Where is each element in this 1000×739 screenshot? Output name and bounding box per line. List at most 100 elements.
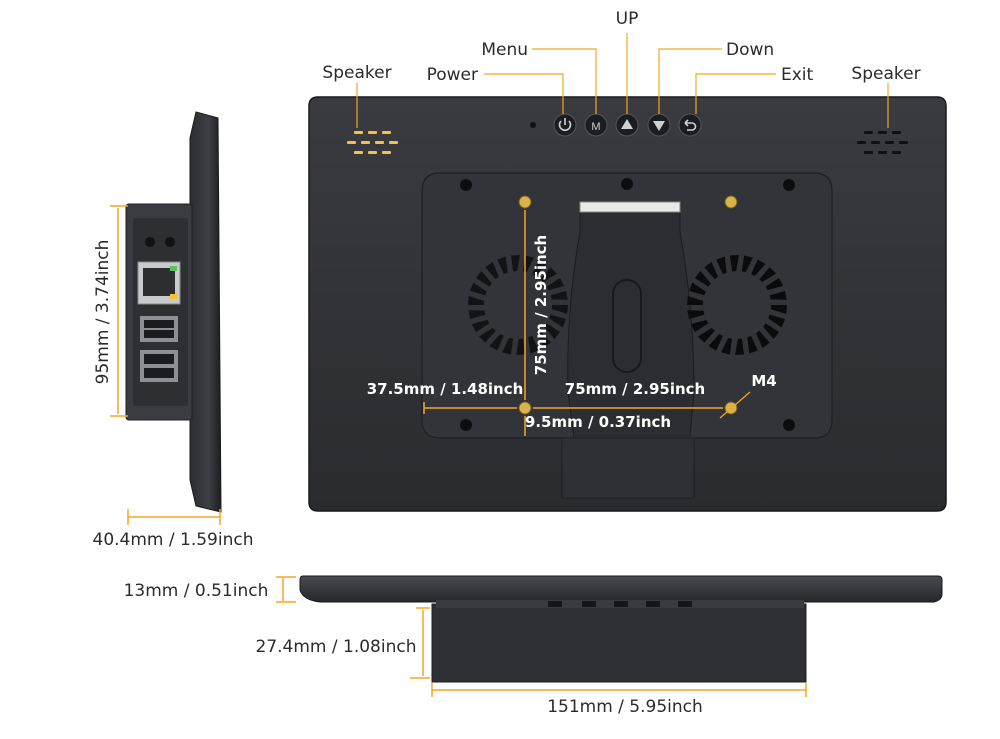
up-button[interactable] [615,113,639,137]
fan-vent-slot [751,259,766,276]
speaker-grille-right [857,131,908,154]
stand-width-label: 151mm / 5.95inch [547,697,703,717]
fan-vent-slot [756,330,770,349]
fan-vent-slot [546,277,565,291]
plate-screw-tc [621,178,633,190]
fan-vent-slot [551,305,568,314]
return-icon [684,119,697,131]
fan-vent-slot [708,334,723,351]
fan-vent-slot [747,335,758,354]
fan-vent-slot [537,330,551,349]
usb-port-2 [140,350,178,382]
side-height-label: 95mm / 3.74inch [93,240,113,385]
power-label: Power [427,65,478,85]
triangle-down-icon [653,121,665,131]
speaker-grille-left [347,131,398,154]
speaker-right-label: Speaker [851,64,920,84]
exit-leader [695,73,776,114]
plate-screw-br [783,419,795,431]
mount-hole-tl [518,195,532,209]
bezel-thickness-label: 13mm / 0.51inch [124,581,269,601]
audio-jack-1 [145,237,155,247]
down-label: Down [726,40,774,60]
stand-bracket [567,209,695,439]
bottom-buttons [548,601,692,607]
fan-vent-slot [689,282,706,296]
speaker-left-label: Speaker [322,63,391,83]
power-leader [484,73,564,114]
fan-vent-slot [475,270,492,287]
side-bezel [189,111,222,513]
vesa-vertical-label: 75mm / 2.95inch [532,235,550,375]
m4-leader [719,391,751,419]
fan-vent-slot [470,282,487,296]
fan-vent-slot [532,259,547,276]
fan-vent-slot [510,255,520,272]
fan-vent-slot [540,267,557,283]
fan-vent-slot [716,256,727,275]
exit-button[interactable] [678,113,702,137]
side-view: 95mm / 3.74inch 40.4mm / 1.59inch [93,111,254,550]
usb-port-1 [140,316,178,342]
fan-vent-slot [768,314,785,328]
fan-vent-slot [687,310,705,320]
menu-leader [532,48,597,114]
fan-vent-slot [489,334,504,351]
back-view: M Speaker Power [308,9,947,512]
offset-bottom-label: 9.5mm / 0.37inch [525,413,671,431]
fan-vent-slot [763,323,780,340]
m4-label: M4 [751,372,776,390]
mount-hole-bl [518,401,532,415]
fan-vent-slot [485,261,499,280]
menu-button[interactable]: M [584,113,608,137]
stand-height-label: 27.4mm / 1.08inch [256,637,417,657]
menu-label: Menu [481,40,528,60]
side-depth-label: 40.4mm / 1.59inch [93,530,254,550]
callout-lines [356,33,889,128]
bottom-view: 13mm / 0.51inch 27.4mm / 1.08inch 151mm … [124,575,943,717]
fan-vent-slot [468,310,486,320]
fan-vent-slot [721,337,733,355]
stand-top-bar [579,201,681,213]
exit-label: Exit [781,65,814,85]
fan-vent-slot [549,314,566,328]
mount-hole-tr [724,195,738,209]
indicator-led [530,122,536,128]
offset-left-label: 37.5mm / 1.48inch [367,380,524,398]
fan-vent-slot [687,296,704,305]
fan-vent-slot [770,305,787,314]
bottom-stand [431,603,807,683]
fan-vent-slot [550,290,568,300]
fan-vent-slot [544,323,561,340]
down-leader [658,48,722,114]
m-icon: M [591,121,600,133]
up-label: UP [616,9,639,29]
fan-vent-slot [471,319,490,333]
bottom-bezel [299,575,943,603]
fan-vent-slot [735,338,745,355]
fan-vent-slot [765,277,784,291]
plate-screw-bl [460,419,472,431]
stand-foot [561,437,695,499]
fan-vent-slot [497,256,508,275]
ethernet-port [137,261,181,305]
fan-vent-slot [690,319,709,333]
vesa-horizontal-label: 75mm / 2.95inch [565,380,705,398]
fan-vent-slot [741,255,753,273]
fan-vent-slot [698,327,715,343]
fan-vent-slot [479,327,496,343]
fan-vent-slot [468,296,485,305]
fan-vent-slot [516,338,526,355]
down-button[interactable] [647,113,671,137]
plate-screw-tl [460,179,472,191]
fan-vent-slot [704,261,718,280]
fan-vent-slot [759,267,776,283]
stand-slot [612,279,642,373]
triangle-up-icon [621,119,633,129]
fan-vent-slot [694,270,711,287]
fan-vent-slot [502,337,514,355]
power-button[interactable] [553,113,577,137]
fan-vent-right [687,255,787,355]
power-icon [558,118,572,132]
